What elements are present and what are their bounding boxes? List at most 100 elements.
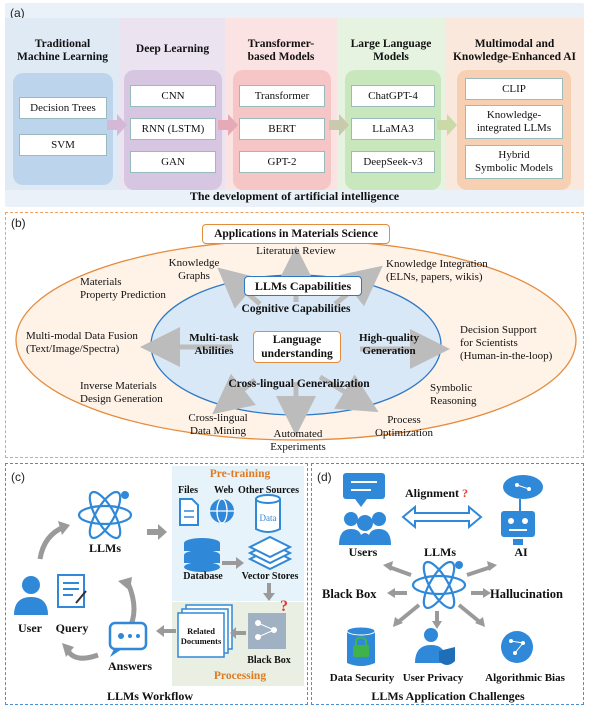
double-arrow-icon — [401, 504, 483, 530]
panel-b-frame — [5, 212, 584, 458]
data-security-label: Data Security — [329, 672, 395, 684]
data-label: Data — [259, 513, 277, 523]
item-svm: SVM — [19, 134, 107, 156]
item-bert: BERT — [239, 118, 325, 140]
arrow-icon — [263, 583, 275, 601]
chat-bubble-icon — [343, 473, 385, 507]
panel-a-label: (a) — [10, 6, 25, 20]
user-privacy-icon — [415, 628, 455, 665]
item-clip: CLIP — [465, 78, 563, 100]
app-knowledge-integration: Knowledge Integration(ELNs, papers, wiki… — [386, 258, 488, 283]
item-knowledge-llms: Knowledge-integrated LLMs — [465, 105, 563, 139]
arrow-icon — [222, 557, 244, 569]
algorithmic-bias-icon — [501, 631, 533, 663]
web-label: Web — [214, 485, 234, 496]
panel-a-caption: The development of artificial intelligen… — [189, 189, 400, 203]
item-deepseek: DeepSeek-v3 — [351, 151, 435, 173]
era-arrows — [107, 114, 457, 136]
user-privacy-label: User Privacy — [402, 672, 464, 684]
black-box-label: Black Box — [322, 587, 377, 601]
item-gpt2: GPT-2 — [239, 151, 325, 173]
era-card — [13, 73, 113, 185]
vector-stores-label: Vector Stores — [241, 571, 299, 582]
cognitive-capabilities: Cognitive Capabilities — [241, 303, 351, 315]
ai-label: AI — [514, 545, 528, 559]
panel-d-label: (d) — [317, 470, 332, 484]
pretraining-label: Pre-training — [209, 468, 271, 480]
panel-c-label: (c) — [11, 470, 25, 484]
related-documents-icon — [177, 604, 233, 658]
alignment-label: Alignment ? — [405, 486, 468, 500]
black-box-icon: ? — [248, 598, 288, 649]
database-label: Database — [183, 571, 223, 582]
applications-title-box: Applications in Materials Science — [202, 224, 390, 244]
llm-capabilities-box: LLMs Capabilities — [244, 276, 362, 296]
data-security-icon — [346, 626, 376, 666]
arrow-icon — [147, 524, 167, 540]
cross-lingual-generalization: Cross-lingual Generalization — [228, 378, 370, 390]
query-document-icon — [57, 574, 87, 608]
files-label: Files — [178, 485, 198, 496]
database-icon — [184, 538, 220, 572]
llms-label: LLMs — [423, 545, 456, 559]
era-transformer: Transformer-based Models Transformer BER… — [225, 18, 337, 190]
file-icon — [179, 498, 199, 526]
item-chatgpt4: ChatGPT-4 — [351, 85, 435, 107]
panel-d-frame — [311, 463, 584, 705]
answers-label: Answers — [108, 659, 152, 673]
cycle-arrow-icon — [65, 649, 99, 661]
app-multimodal-fusion: Multi-modal Data Fusion(Text/Image/Spect… — [26, 330, 138, 355]
item-cnn: CNN — [130, 85, 216, 107]
hallucination-label: Hallucination — [490, 587, 563, 601]
arrow-icon — [156, 625, 176, 637]
arrow-icon — [230, 627, 246, 639]
panel-b-label: (b) — [11, 216, 26, 230]
processing-label: Processing — [213, 670, 267, 682]
arrow-icon — [437, 114, 457, 136]
black-box-label: Black Box — [247, 655, 291, 666]
era-title: Deep Learning — [135, 43, 210, 55]
item-decision-trees: Decision Trees — [19, 97, 107, 119]
vector-stores-icon — [247, 535, 293, 571]
arrow-icon — [329, 114, 349, 136]
user-icon — [14, 576, 48, 615]
panel-c-frame — [5, 463, 308, 705]
query-label: Query — [55, 621, 89, 635]
app-literature-review: Literature Review — [256, 245, 336, 257]
atom-icon — [411, 560, 467, 610]
data-cylinder-icon — [255, 494, 281, 533]
globe-icon — [210, 498, 234, 524]
arrow-icon — [218, 114, 238, 136]
cycle-arrow-icon — [37, 524, 66, 560]
algorithmic-bias-label: Algorithmic Bias — [485, 672, 565, 684]
item-transformer: Transformer — [239, 85, 325, 107]
item-llama3: LLaMA3 — [351, 118, 435, 140]
llms-label: LLMs — [88, 541, 121, 555]
atom-icon — [77, 490, 133, 540]
panel-d-icons — [339, 473, 543, 666]
users-icon — [339, 512, 391, 545]
pretraining-bg — [172, 466, 304, 601]
panel-c-caption: LLMs Workflow — [106, 689, 194, 703]
item-gan: GAN — [130, 151, 216, 173]
era-deep-learning: Deep Learning CNN RNN (LSTM) GAN — [120, 18, 225, 190]
panel-c-icons: ? — [14, 490, 293, 661]
users-label: Users — [348, 545, 378, 559]
robot-icon — [501, 475, 543, 545]
era-title: Transformer-based Models — [247, 38, 315, 63]
